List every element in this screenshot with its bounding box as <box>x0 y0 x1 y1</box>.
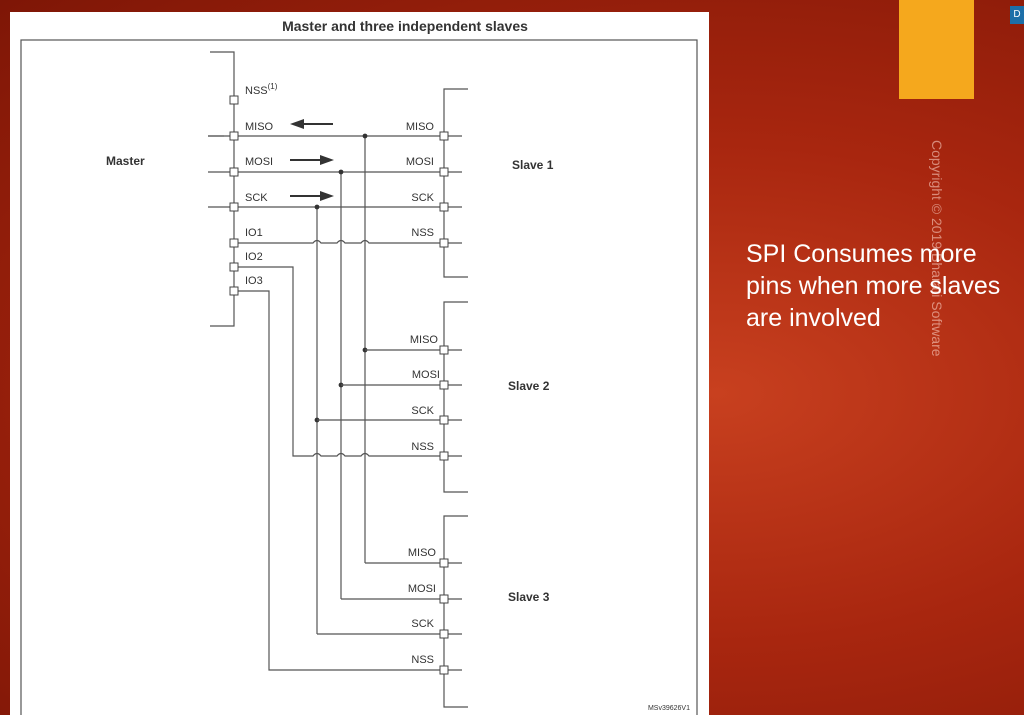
figure-id: MSv39626V1 <box>648 705 690 712</box>
master-pin-sck-box <box>229 202 239 212</box>
master-pin-miso: MISO <box>245 121 274 133</box>
slave2-bracket <box>443 301 468 493</box>
master-pin-miso-box <box>229 131 239 141</box>
slide-caption: SPI Consumes more pins when more slaves … <box>746 240 1001 332</box>
io1-to-slave1-nss <box>234 239 462 244</box>
spi-diagram-svg: Master and three independent slaves Mast… <box>20 18 698 715</box>
mosi-arrow <box>290 155 334 165</box>
master-pin-io2: IO2 <box>245 251 263 263</box>
sck-arrow <box>290 191 334 201</box>
master-pin-nss-box <box>229 95 239 105</box>
master-pin-mosi: MOSI <box>245 156 273 168</box>
slave2-pin-mosi: MOSI <box>412 369 440 381</box>
spi-diagram-figure: Master and three independent slaves Mast… <box>10 12 709 715</box>
slave1-pin-box <box>439 167 449 177</box>
junction-mosi-1 <box>338 169 344 175</box>
master-bracket <box>210 51 235 327</box>
master-pin-io2-box <box>229 262 239 272</box>
slave2-label: Slave 2 <box>508 379 550 393</box>
io2-to-slave2-nss <box>234 266 462 457</box>
accent-block <box>899 0 974 99</box>
slave3-pin-box <box>439 558 449 568</box>
master-pin-io1-box <box>229 238 239 248</box>
slave3-pin-nss: NSS <box>411 654 434 666</box>
slave1-pin-box <box>439 131 449 141</box>
junction-sck-1 <box>314 204 320 210</box>
corner-button[interactable]: D <box>1010 6 1024 24</box>
slave1-pin-sck: SCK <box>411 192 434 204</box>
figure-frame <box>20 39 698 715</box>
slave1-pin-nss: NSS <box>411 227 434 239</box>
master-pin-mosi-box <box>229 167 239 177</box>
slave3-pin-sck: SCK <box>411 618 434 630</box>
master-pin-io3-box <box>229 286 239 296</box>
master-pin-nss: NSS(1) <box>245 82 278 97</box>
slave1-pin-box <box>439 238 449 248</box>
slave3-bracket <box>443 515 468 708</box>
slave2-pin-box <box>439 451 449 461</box>
diagram-title: Master and three independent slaves <box>282 18 528 34</box>
master-pin-io3: IO3 <box>245 275 263 287</box>
slave2-pin-box <box>439 380 449 390</box>
slave2-pin-miso: MISO <box>410 334 439 346</box>
slave1-label: Slave 1 <box>512 158 554 172</box>
slave1-pin-box <box>439 202 449 212</box>
slave3-pin-box <box>439 665 449 675</box>
slave3-pin-mosi: MOSI <box>408 583 436 595</box>
slave1-pin-miso: MISO <box>406 121 435 133</box>
slave3-label: Slave 3 <box>508 590 550 604</box>
slave3-pin-box <box>439 594 449 604</box>
master-pin-io1: IO1 <box>245 227 263 239</box>
slave1-pin-mosi: MOSI <box>406 156 434 168</box>
slave2-pin-sck: SCK <box>411 405 434 417</box>
slave3-pin-miso: MISO <box>408 547 437 559</box>
slave2-pin-box <box>439 345 449 355</box>
io3-to-slave3-nss <box>234 290 462 671</box>
slave3-pin-box <box>439 629 449 639</box>
slave1-bracket <box>443 88 468 278</box>
slave2-pin-box <box>439 415 449 425</box>
master-pin-sck: SCK <box>245 192 268 204</box>
slave2-pin-nss: NSS <box>411 441 434 453</box>
master-label: Master <box>106 154 145 168</box>
miso-arrow <box>290 119 333 129</box>
junction-miso-1 <box>362 133 368 139</box>
